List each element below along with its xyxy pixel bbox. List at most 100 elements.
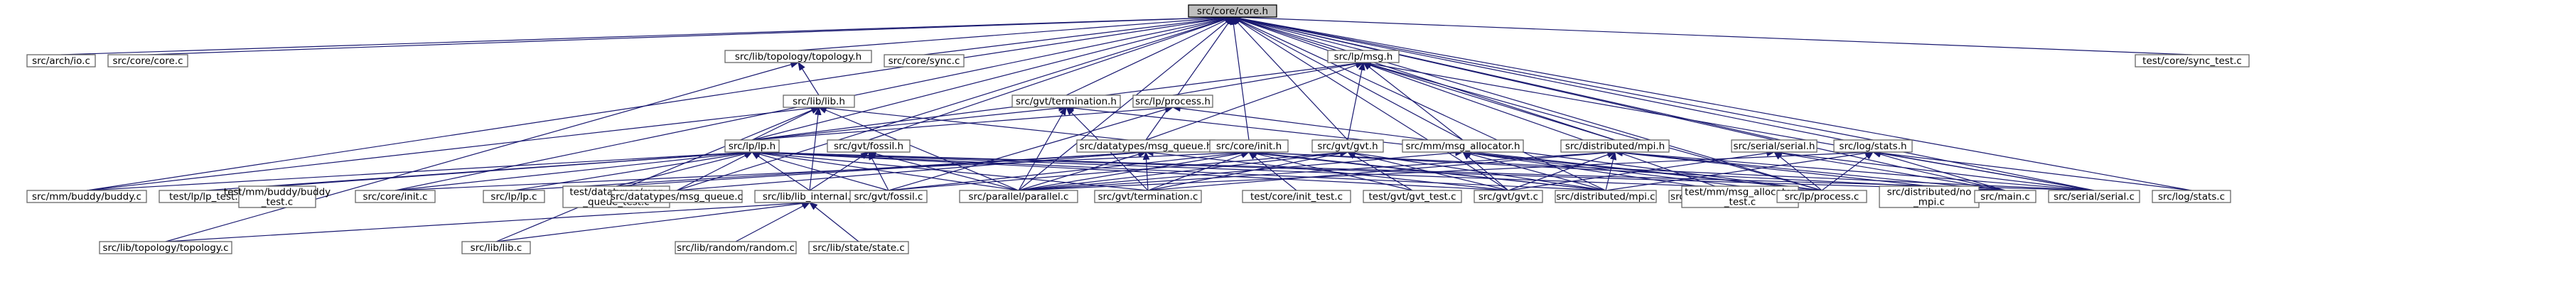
edge-termination_h-to-lp_h: [751, 104, 1068, 141]
node-label: _mpi.c: [1913, 197, 1945, 208]
node-box: [1311, 139, 1384, 153]
node-box: [1474, 190, 1543, 203]
node-box: [1327, 50, 1400, 63]
node-topology-c[interactable]: src/lib/topology/topology.c: [99, 241, 232, 254]
node-msg-queue-c[interactable]: src/datatypes/msg_queue.c: [611, 190, 743, 203]
node-box: [107, 54, 188, 68]
node-gvt-h[interactable]: src/gvt/gvt.h: [1311, 139, 1384, 153]
edge-lp_h-to-lp_c: [513, 149, 753, 191]
edge-lp_h-to-serial_c: [751, 149, 2095, 191]
edge-lib_internal-to-random_c: [735, 202, 811, 242]
node-init-test[interactable]: test/core/init_test.c: [1242, 190, 1351, 203]
node-msg-allocator-h[interactable]: src/mm/msg_allocator.h: [1402, 139, 1524, 153]
node-msg-h[interactable]: src/lp/msg.h: [1327, 50, 1400, 63]
node-state-c[interactable]: src/lib/state/state.c: [808, 241, 909, 254]
node-sync-c[interactable]: src/core/sync.c: [884, 54, 965, 68]
node-stats-h[interactable]: src/log/stats.h: [1833, 139, 1913, 153]
node-lp-test[interactable]: test/lp/lp_test.c: [159, 190, 254, 203]
node-box: [1188, 4, 1277, 18]
edge-core-to-stats_c: [1231, 15, 2192, 191]
node-box: [1209, 139, 1289, 153]
node-box: [2135, 54, 2250, 68]
edge-lib_h-to-buddy_c: [86, 104, 820, 191]
node-msg-allocator-test[interactable]: test/mm/msg_allocator_test.c: [1681, 185, 1799, 208]
node-label: src/lp/lp.c: [490, 191, 537, 203]
edge-core-to-msg_h: [1231, 16, 1364, 51]
node-box: [1011, 95, 1121, 108]
node-label: src/lp/msg.h: [1334, 51, 1393, 63]
node-mpi-c[interactable]: src/distributed/mpi.c: [1555, 190, 1657, 203]
edge-mpi_h-to-termination_c: [1147, 149, 1616, 191]
edge-topology_h-to-topology_c: [165, 61, 800, 242]
edge-core-to-process_c: [1231, 16, 1823, 191]
edge-mpi_h-to-parallel_c: [1018, 149, 1616, 191]
edge-msg_allocator_h-to-msg_allocator_test: [1461, 149, 1741, 187]
node-lib-h[interactable]: src/lib/lib.h: [783, 95, 855, 108]
node-termination-c[interactable]: src/gvt/termination.c: [1094, 190, 1202, 203]
node-no-mpi[interactable]: src/distributed/no_mpi.c: [1879, 185, 1980, 208]
node-process-h[interactable]: src/lp/process.h: [1132, 95, 1213, 108]
node-serial-h[interactable]: src/serial/serial.h: [1731, 139, 1818, 153]
node-fossil-h[interactable]: src/gvt/fossil.h: [827, 139, 911, 153]
node-label: test/lp/lp_test.c: [169, 191, 243, 203]
node-label: src/core/init.c: [363, 191, 427, 203]
node-init-h[interactable]: src/core/init.h: [1209, 139, 1289, 153]
edge-termination_h-to-parallel_c: [1018, 106, 1067, 191]
node-box: [461, 241, 531, 254]
edge-msg_h-to-process_h: [1172, 60, 1365, 96]
edge-lib_h-to-parallel_c: [817, 107, 1019, 191]
node-label: src/lib/lib.h: [793, 96, 845, 107]
node-mpi-h[interactable]: src/distributed/mpi.h: [1560, 139, 1670, 153]
node-msg-queue-h[interactable]: src/datatypes/msg_queue.h: [1076, 139, 1215, 153]
edge-lib_h-to-lib_c: [495, 107, 820, 242]
edge-gvt_h-to-termination_c: [1147, 150, 1349, 191]
edge-mpi_h-to-gvt_c: [1508, 151, 1616, 191]
node-main-c[interactable]: src/main.c: [1974, 190, 2036, 203]
node-fossil-c[interactable]: src/gvt/fossil.c: [849, 190, 928, 203]
node-label: src/lib/state/state.c: [812, 242, 905, 254]
edge-mpi_h-to-serial_c: [1614, 149, 2095, 191]
edge-msg_allocator_h-to-gvt_c: [1462, 151, 1509, 191]
node-lib-c[interactable]: src/lib/lib.c: [461, 241, 531, 254]
node-core[interactable]: src/core/core.h: [1188, 4, 1277, 18]
edge-lp_h-to-msg_queue_c: [676, 151, 753, 191]
edge-fossil_h-to-parallel_c: [867, 151, 1019, 191]
node-box: [783, 95, 855, 108]
node-core-c[interactable]: src/core/core.c: [107, 54, 188, 68]
node-label: src/parallel/parallel.c: [969, 191, 1069, 203]
edge-core-to-stats_h: [1231, 15, 1874, 141]
node-label: src/core/core.c: [112, 55, 183, 67]
node-process-c[interactable]: src/lp/process.c: [1776, 190, 1867, 203]
edge-core-to-fossil_h: [868, 16, 1234, 141]
node-lp-h[interactable]: src/lp/lp.h: [724, 139, 780, 153]
node-parallel-c[interactable]: src/parallel/parallel.c: [959, 190, 1078, 203]
node-serial-c[interactable]: src/serial/serial.c: [2048, 190, 2140, 203]
edge-layer: [60, 14, 2193, 242]
node-gvt-c[interactable]: src/gvt/gvt.c: [1474, 190, 1543, 203]
node-arch-io[interactable]: src/arch/io.c: [26, 54, 96, 68]
node-label: test/core/init_test.c: [1250, 191, 1343, 203]
node-label: src/mm/buddy/buddy.c: [32, 191, 141, 203]
node-init-c[interactable]: src/core/init.c: [355, 190, 436, 203]
node-topology-h[interactable]: src/lib/topology/topology.h: [724, 50, 872, 63]
node-lp-c[interactable]: src/lp/lp.c: [483, 190, 545, 203]
edge-core-to-arch_io: [60, 14, 1234, 55]
edge-stats_h-to-main_c: [1872, 151, 2006, 191]
node-label: src/datatypes/msg_queue.h: [1079, 141, 1212, 152]
node-random-c[interactable]: src/lib/random/random.c: [675, 241, 797, 254]
node-buddy-test[interactable]: test/mm/buddy/buddy_test.c: [224, 185, 331, 208]
edge-core-to-msg_allocator_c: [1231, 16, 1728, 191]
node-lib-internal[interactable]: src/lib/lib_internal.h: [754, 190, 865, 203]
node-termination-h[interactable]: src/gvt/termination.h: [1011, 95, 1121, 108]
edge-core-to-msg_queue_c: [676, 16, 1234, 191]
edge-core-to-msg_allocator_h: [1231, 16, 1464, 141]
node-box: [2152, 190, 2231, 203]
node-sync-test[interactable]: test/core/sync_test.c: [2135, 54, 2250, 68]
edge-core-to-main_c: [1231, 15, 2006, 191]
node-buddy-c[interactable]: src/mm/buddy/buddy.c: [26, 190, 147, 203]
node-stats-c[interactable]: src/log/stats.c: [2152, 190, 2231, 203]
node-label: test/core/sync_test.c: [2142, 55, 2242, 67]
node-gvt-test[interactable]: test/gvt/gvt_test.c: [1363, 190, 1462, 203]
node-box: [808, 241, 909, 254]
